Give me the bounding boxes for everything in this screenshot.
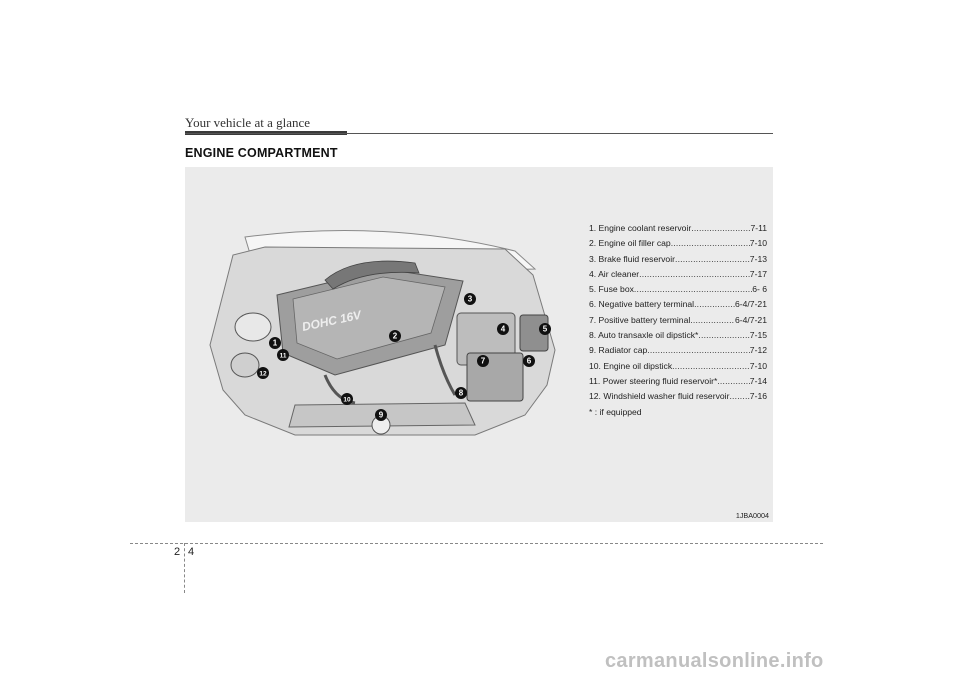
legend-leader-dots (729, 389, 749, 404)
legend-item-page: 7-17 (749, 268, 767, 279)
legend-item: 6. Negative battery terminal 6-4/7-21 (589, 297, 767, 312)
callout-number: 5 (543, 325, 548, 334)
legend-leader-dots (675, 252, 750, 267)
legend-leader-dots (691, 221, 750, 236)
legend-item-label: 4. Air cleaner (589, 268, 640, 279)
callout-badge: 3 (464, 293, 476, 305)
legend-item: 11. Power steering fluid reservoir* 7-14 (589, 374, 767, 389)
callout-badge: 1 (269, 337, 281, 349)
legend-item-label: 3. Brake fluid reservoir (589, 253, 675, 264)
legend-item-label: 1. Engine coolant reservoir (589, 223, 692, 233)
callout-number: 2 (393, 332, 398, 341)
callout-badge: 6 (523, 355, 535, 367)
chapter-number: 2 (174, 546, 181, 558)
legend-item-page: 7-10 (749, 238, 767, 249)
legend-item-label: 9. Radiator cap (589, 345, 648, 356)
legend-item: 1. Engine coolant reservoir 7-11 (589, 221, 767, 236)
legend-item-label: 7. Positive battery terminal (589, 314, 691, 325)
legend-item-label: 11. Power steering fluid reservoir* (589, 375, 718, 386)
legend-note: * : if equipped (589, 406, 642, 417)
callout-badge: 2 (389, 330, 401, 342)
figure-code: 1JBA0004 (735, 511, 769, 520)
page-heading: ENGINE COMPARTMENT (185, 146, 338, 160)
legend-leader-dots (647, 343, 750, 358)
callout-number: 7 (481, 357, 486, 366)
footer-divider (130, 543, 823, 544)
legend-item-page: 6-4/7-21 (734, 299, 767, 310)
legend-item: 4. Air cleaner 7-17 (589, 267, 767, 282)
header-rule (185, 133, 773, 134)
legend-item: 10. Engine oil dipstick 7-10 (589, 359, 767, 374)
legend-item-label: 5. Fuse box (589, 284, 634, 295)
legend-leader-dots (672, 359, 750, 374)
legend-item: 7. Positive battery terminal 6-4/7-21 (589, 313, 767, 328)
callout-number: 9 (379, 411, 384, 420)
legend-item-page: 7-13 (749, 253, 767, 264)
legend-item-page: 7-12 (749, 345, 767, 356)
callout-number: 1 (273, 339, 278, 348)
callout-badge: 11 (277, 349, 289, 361)
callout-number: 12 (259, 371, 267, 378)
legend-item: 3. Brake fluid reservoir 7-13 (589, 252, 767, 267)
page-number: 4 (188, 546, 195, 558)
legend-leader-dots (671, 236, 750, 251)
legend-item-label: 2. Engine oil filler cap (589, 238, 671, 249)
callout-number: 4 (501, 325, 506, 334)
callout-badge: 9 (375, 409, 387, 421)
legend-item-page: 6- 6 (752, 284, 767, 295)
legend-item-label: 12. Windshield washer fluid reservoir (589, 391, 730, 402)
callout-badge: 7 (477, 355, 489, 367)
footer-divider-vertical (184, 543, 185, 593)
callout-badge: 12 (257, 367, 269, 379)
legend-leader-dots (698, 328, 749, 343)
legend-item: 9. Radiator cap 7-12 (589, 343, 767, 358)
callout-number: 11 (280, 353, 287, 360)
legend-item: 12. Windshield washer fluid reservoir 7-1… (589, 389, 767, 404)
legend-leader-dots (639, 267, 750, 282)
legend-item-label: 8. Auto transaxle oil dipstick* (589, 330, 699, 341)
callout-badge: 8 (455, 387, 467, 399)
callout-badge: 4 (497, 323, 509, 335)
legend-item: 2. Engine oil filler cap 7-10 (589, 236, 767, 251)
callout-number: 3 (468, 295, 473, 304)
callout-number: 8 (459, 389, 464, 398)
legend-item-page: 7-16 (749, 391, 767, 402)
watermark-brand: carmanualsonline.info (605, 650, 824, 672)
legend-item-label: 10. Engine oil dipstick (589, 360, 673, 371)
parts-legend: 1. Engine coolant reservoir 7-11 2. Engine… (589, 221, 767, 420)
legend-item-page: 7-14 (749, 375, 767, 386)
legend-leader-dots (690, 313, 735, 328)
legend-leader-dots (694, 297, 735, 312)
legend-item-page: 7-11 (750, 223, 767, 233)
legend-leader-dots (634, 282, 752, 297)
legend-item: 8. Auto transaxle oil dipstick* 7-15 (589, 328, 767, 343)
legend-item-page: 7-15 (749, 330, 767, 341)
legend-item-label: 6. Negative battery terminal (589, 299, 695, 310)
legend-leader-dots (717, 374, 749, 389)
section-title: Your vehicle at a glance (185, 115, 311, 130)
legend-item: 5. Fuse box 6- 6 (589, 282, 767, 297)
callout-number: 10 (343, 397, 351, 404)
legend-item-page: 7-10 (749, 360, 767, 371)
legend-item-page: 6-4/7-21 (734, 314, 767, 325)
callout-badge: 5 (539, 323, 551, 335)
callout-number: 6 (527, 357, 532, 366)
callout-badge: 10 (341, 393, 353, 405)
